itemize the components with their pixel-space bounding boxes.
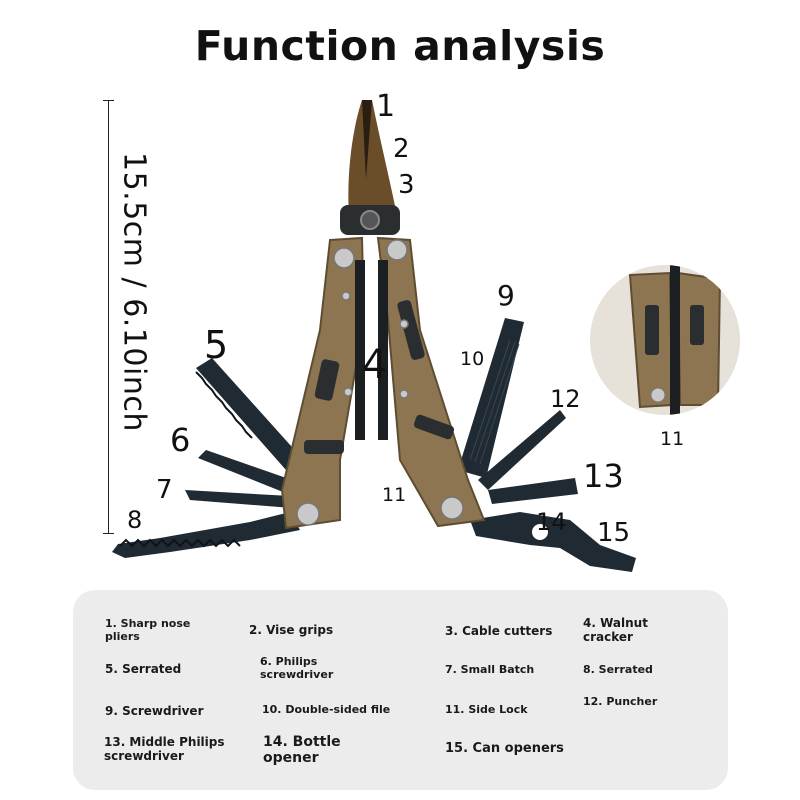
middle-philips-13 (488, 478, 578, 504)
serrated-blade-8 (112, 512, 300, 558)
legend-item-9: 9. Screwdriver (105, 704, 204, 718)
callout-15: 15 (597, 518, 631, 548)
legend-item-2: 2. Vise grips (249, 623, 334, 637)
right-tools (458, 318, 636, 572)
legend-item-13: 13. Middle Philips screwdriver (104, 735, 225, 763)
side-lock-closeup (590, 265, 740, 415)
callout-5: 5 (204, 323, 229, 367)
philips-screwdriver-6 (198, 450, 292, 494)
bottle-opener-14 (470, 512, 636, 572)
callout-11: 11 (382, 484, 407, 506)
legend-item-14: 14. Bottle opener (263, 734, 341, 767)
callout-12: 12 (550, 385, 581, 413)
dimension-tick-bottom (103, 533, 114, 534)
callout-4: 4 (362, 342, 388, 388)
dimension-tick-top (103, 100, 114, 101)
legend-item-10: 10. Double-sided file (262, 703, 391, 716)
legend-item-1: 1. Sharp nose pliers (105, 617, 191, 643)
callout-9: 9 (497, 279, 515, 312)
legend-item-11: 11. Side Lock (445, 703, 528, 716)
left-tools (112, 358, 300, 558)
dimension-line (108, 100, 109, 534)
callout-8: 8 (127, 506, 143, 534)
multitool-illustration (112, 100, 636, 572)
legend-item-5: 5. Serrated (105, 662, 182, 676)
callout-3: 3 (398, 170, 415, 200)
legend-item-3: 3. Cable cutters (445, 624, 553, 638)
small-blade-7 (185, 490, 292, 508)
pliers-head (340, 100, 400, 235)
callout-13: 13 (583, 457, 624, 495)
page-title: Function analysis (194, 22, 606, 70)
right-handle (376, 236, 486, 528)
legend-item-8: 8. Serrated (583, 663, 653, 676)
legend-panel: 1. Sharp nose pliers 2. Vise grips 3. Ca… (73, 590, 728, 790)
callout-14: 14 (536, 508, 567, 536)
callout-7: 7 (156, 475, 173, 505)
callout-6: 6 (170, 421, 191, 459)
legend-item-6: 6. Philips screwdriver (260, 655, 334, 681)
legend-item-12: 12. Puncher (583, 695, 658, 708)
puncher-12 (478, 410, 566, 490)
callout-2: 2 (393, 134, 410, 164)
callout-1: 1 (376, 89, 396, 124)
callout-10: 10 (460, 348, 485, 370)
legend-item-4: 4. Walnut cracker (583, 616, 648, 644)
saw-blade-5 (196, 358, 300, 470)
legend-item-15: 15. Can openers (445, 741, 564, 756)
inset-callout-11: 11 (660, 428, 685, 450)
legend-item-7: 7. Small Batch (445, 663, 535, 676)
